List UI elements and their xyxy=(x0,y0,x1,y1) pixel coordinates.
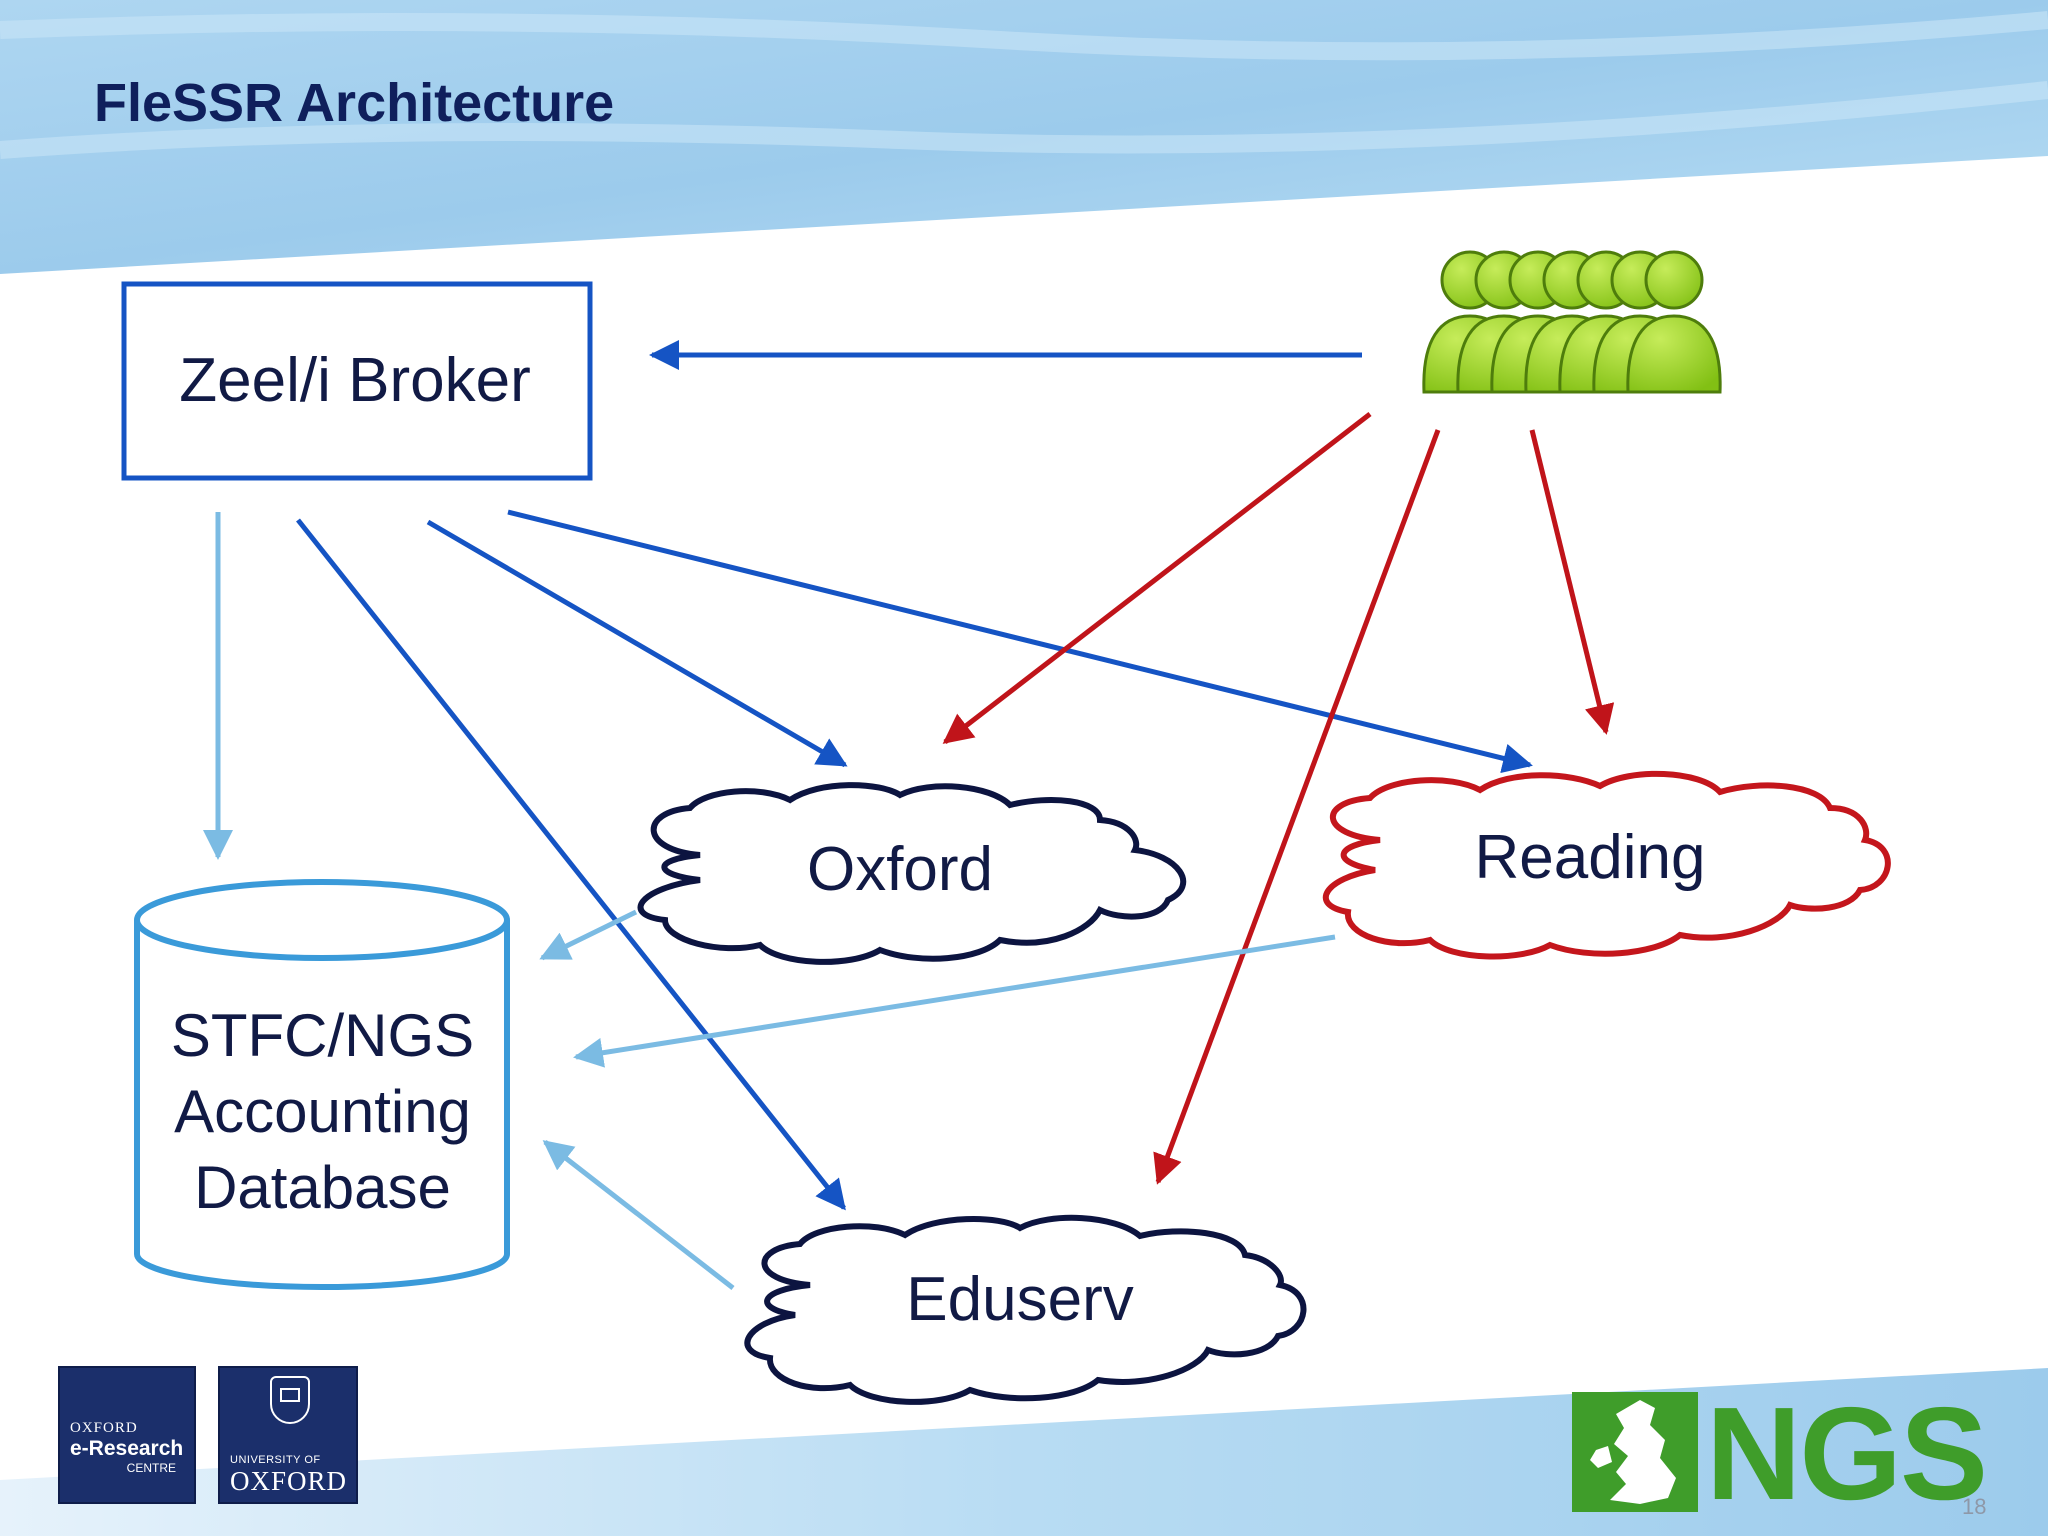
arrow-reading-to-database xyxy=(573,934,1336,1068)
page-number: 18 xyxy=(1962,1494,1987,1519)
eduserv-label: Eduserv xyxy=(906,1265,1134,1334)
eduserv-cloud xyxy=(744,1214,1307,1405)
erc-logo-line1: OXFORD xyxy=(70,1420,138,1436)
database-label: STFC/NGS Accounting Database xyxy=(135,998,510,1226)
users-group-icon xyxy=(1422,250,1722,394)
oxford-e-research-centre-logo: OXFORD e-Research CENTRE xyxy=(58,1366,196,1504)
oxford-logo-line2: OXFORD xyxy=(230,1466,348,1496)
arrow-broker-to-reading xyxy=(507,509,1533,774)
erc-logo-line3: CENTRE xyxy=(126,1461,176,1475)
arrow-broker-to-eduserv xyxy=(296,518,846,1211)
oxford-label: Oxford xyxy=(806,835,994,904)
university-of-oxford-logo: UNIVERSITY OF OXFORD xyxy=(218,1366,358,1504)
uk-map-icon xyxy=(1572,1392,1698,1512)
arrow-users-to-oxford xyxy=(942,412,1372,744)
reading-label: Reading xyxy=(1474,823,1706,892)
erc-logo-line2: e-Research xyxy=(70,1437,184,1460)
database-label-line: Database xyxy=(194,1154,451,1221)
slide-title: FleSSR Architecture xyxy=(94,73,615,133)
broker-box xyxy=(121,281,593,481)
database-label-line: Accounting xyxy=(174,1078,471,1145)
arrow-oxford-to-database xyxy=(539,909,638,961)
arrow-broker-to-oxford xyxy=(426,519,848,768)
accounting-database-cylinder xyxy=(134,879,510,1290)
footer-sky-band xyxy=(0,1368,2048,1536)
arrow-users-to-eduserv xyxy=(1153,429,1441,1185)
reading-cloud xyxy=(1322,770,1891,960)
oxford-logo-line1: UNIVERSITY OF xyxy=(230,1454,321,1466)
arrow-users-to-reading xyxy=(1529,429,1615,735)
oxford-cloud xyxy=(637,782,1187,965)
ngs-logo-text: NGS xyxy=(1706,1380,1988,1527)
database-label-line: STFC/NGS xyxy=(170,1002,475,1069)
user-figure xyxy=(1626,250,1722,394)
oxford-crest-icon xyxy=(270,1376,310,1424)
header-sky-streaks xyxy=(0,11,2048,159)
broker-label: Zeel/i Broker xyxy=(179,346,531,415)
arrow-eduserv-to-database xyxy=(542,1140,735,1290)
